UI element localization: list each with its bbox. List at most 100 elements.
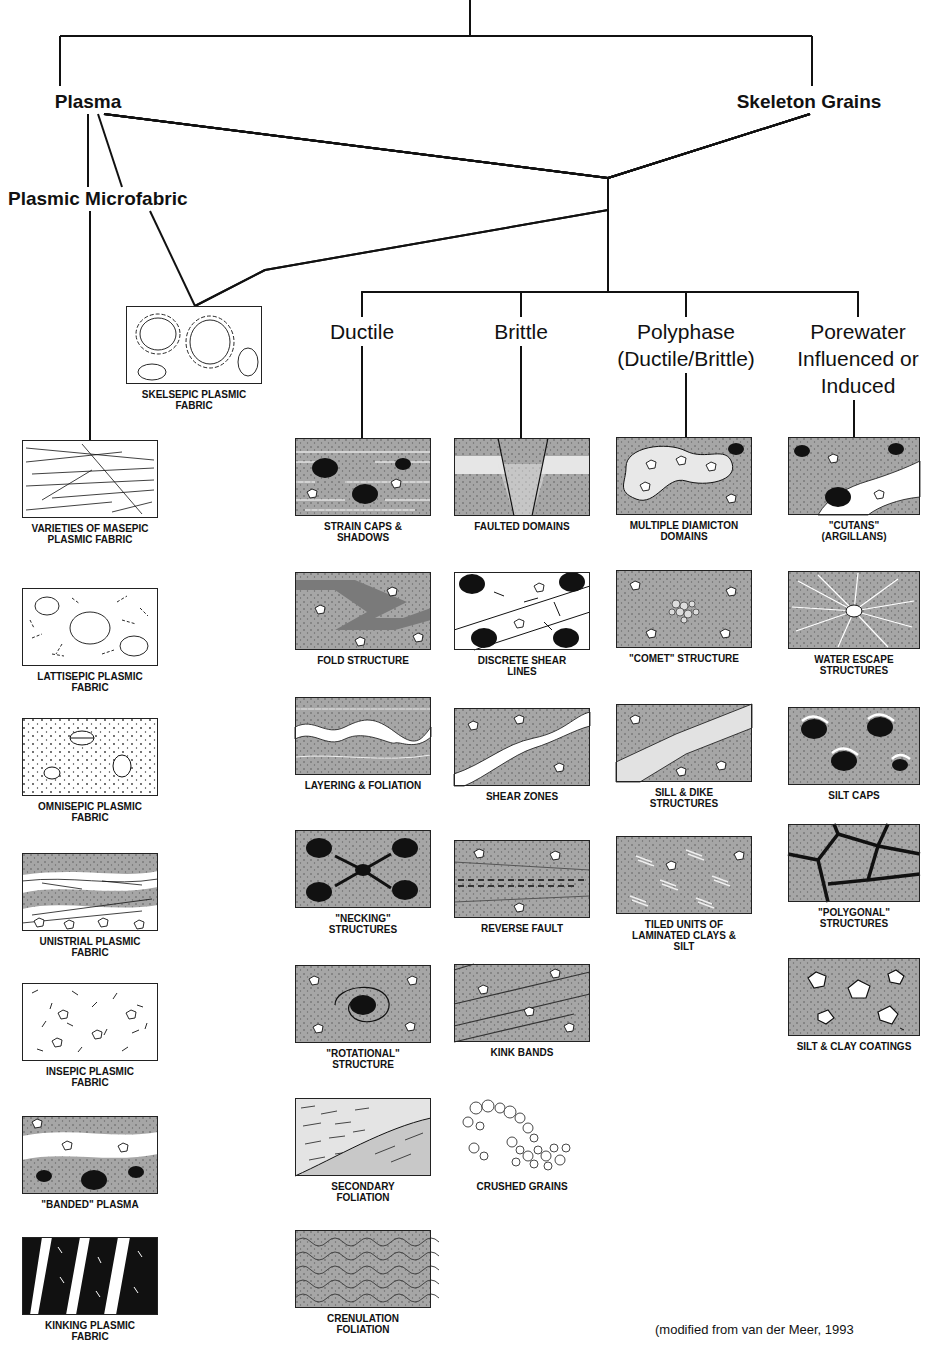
thumbnail-frame	[616, 836, 752, 914]
omnisepic-picture	[70, 738, 94, 739]
fabric-thumbnail: MULTIPLE DIAMICTON DOMAINS	[616, 437, 752, 542]
strain-caps-picture	[307, 489, 317, 498]
rotational-picture	[407, 976, 417, 985]
rotational-picture	[295, 965, 431, 1043]
skelsepic-picture	[126, 306, 262, 384]
shear-zones-picture	[554, 763, 564, 772]
thumbnail-frame	[22, 440, 158, 518]
tree-connector	[87, 114, 89, 187]
polygonal-picture	[788, 824, 920, 902]
silt-caps-picture	[802, 714, 910, 759]
banded-plasma-picture	[22, 1116, 158, 1194]
discrete-shear-lines-picture	[534, 583, 544, 592]
skelsepic-picture	[126, 306, 262, 384]
strain-caps-picture	[352, 484, 378, 504]
tree-connector	[104, 114, 608, 317]
thumbnail-caption: DISCRETE SHEAR LINES	[463, 655, 581, 677]
silt-caps-picture	[892, 759, 908, 771]
banded-plasma-picture	[81, 1170, 107, 1190]
thumbnail-frame	[788, 824, 920, 902]
cutans-picture	[788, 437, 920, 515]
strain-caps-picture	[295, 438, 431, 516]
thumbnail-frame	[616, 704, 752, 782]
skelsepic-picture	[238, 348, 258, 376]
insepic-picture	[22, 983, 158, 1061]
water-escape-picture	[788, 571, 920, 649]
thumbnail-caption: WATER ESCAPE STRUCTURES	[795, 654, 913, 676]
discrete-shear-lines-picture	[459, 574, 485, 594]
fabric-thumbnail: SHEAR ZONES	[454, 708, 590, 802]
omnisepic-picture	[44, 767, 60, 779]
category-heading: Plasmic Microfabric	[6, 187, 268, 211]
faulted-domains-picture	[454, 438, 590, 516]
fold-structure-picture	[387, 587, 397, 596]
lattisepic-picture	[30, 596, 148, 656]
thumbnail-caption: LAYERING & FOLIATION	[304, 780, 422, 791]
discrete-shear-lines-picture	[471, 628, 497, 648]
secondary-foliation-picture	[295, 1098, 431, 1176]
strain-caps-picture	[395, 458, 411, 470]
discrete-shear-lines-picture	[553, 628, 579, 648]
fold-structure-picture	[355, 637, 365, 646]
fabric-thumbnail: SILT & CLAY COATINGS	[788, 958, 920, 1052]
fold-structure-picture	[295, 572, 431, 650]
multiple-diamicton-picture	[616, 437, 752, 515]
source-caption: (modified from van der Meer, 1993	[655, 1322, 854, 1338]
thumbnail-caption: SECONDARY FOLIATION	[304, 1181, 422, 1203]
thumbnail-caption: VARIETIES OF MASEPIC PLASMIC FABRIC	[31, 523, 149, 545]
kink-bands-picture	[454, 964, 590, 1042]
multiple-diamicton-picture	[728, 443, 744, 455]
thumbnail-frame	[454, 840, 590, 918]
silt-clay-coatings-picture	[808, 970, 904, 1024]
crushed-grains-picture	[476, 1122, 484, 1130]
heading-text: Plasma	[30, 90, 146, 114]
tiled-units-picture	[630, 850, 730, 908]
water-escape-picture	[788, 571, 920, 649]
tiled-units-picture	[666, 861, 676, 870]
lattisepic-picture	[35, 597, 59, 615]
necking-picture	[392, 838, 418, 858]
comet-structure-picture	[646, 629, 656, 638]
faulted-domains-picture	[498, 438, 548, 516]
reverse-fault-picture	[454, 840, 590, 918]
crushed-grains-picture	[555, 1155, 565, 1165]
cutans-picture	[825, 487, 851, 507]
thumbnail-caption: UNISTRIAL PLASMIC FABRIC	[31, 936, 149, 958]
thumbnail-caption: SILL & DIKE STRUCTURES	[625, 787, 743, 809]
thumbnail-frame	[616, 570, 752, 648]
thumbnail-caption: SILT CAPS	[795, 790, 913, 801]
sill-dike-picture	[630, 715, 640, 724]
fabric-thumbnail: LATTISEPIC PLASMIC FABRIC	[22, 588, 158, 693]
fabric-thumbnail: CRUSHED GRAINS	[454, 1098, 590, 1192]
thumbnail-caption: LATTISEPIC PLASMIC FABRIC	[31, 671, 149, 693]
omnisepic-picture	[70, 731, 94, 745]
crushed-grains-picture	[541, 1151, 551, 1161]
lattisepic-picture	[22, 588, 158, 666]
multiple-diamicton-picture	[640, 482, 650, 491]
masepic-picture	[22, 440, 158, 518]
thumbnail-caption: INSEPIC PLASMIC FABRIC	[31, 1066, 149, 1088]
fold-structure-picture	[413, 633, 423, 642]
thumbnail-frame	[454, 1098, 590, 1176]
fabric-thumbnail: WATER ESCAPE STRUCTURES	[788, 571, 920, 676]
thumbnail-frame	[22, 1237, 158, 1315]
sill-dike-picture	[616, 704, 752, 782]
cutans-picture	[888, 443, 904, 455]
fabric-thumbnail: KINKING PLASMIC FABRIC	[22, 1237, 158, 1342]
tree-connector	[521, 114, 810, 317]
banded-plasma-picture	[36, 1170, 52, 1182]
thumbnail-frame	[295, 1098, 431, 1176]
strain-caps-picture	[391, 479, 401, 488]
crenulation-picture	[295, 1230, 439, 1308]
comet-structure-picture	[669, 609, 675, 615]
crushed-grains-picture	[470, 1102, 482, 1114]
tree-connector	[685, 373, 687, 437]
fabric-thumbnail: DISCRETE SHEAR LINES	[454, 572, 590, 677]
lattisepic-picture	[70, 612, 110, 644]
banded-plasma-picture	[128, 1166, 144, 1178]
thumbnail-frame	[22, 1116, 158, 1194]
crushed-grains-picture	[530, 1134, 538, 1142]
thumbnail-caption: FOLD STRUCTURE	[304, 655, 422, 666]
fabric-thumbnail: FOLD STRUCTURE	[295, 572, 431, 666]
